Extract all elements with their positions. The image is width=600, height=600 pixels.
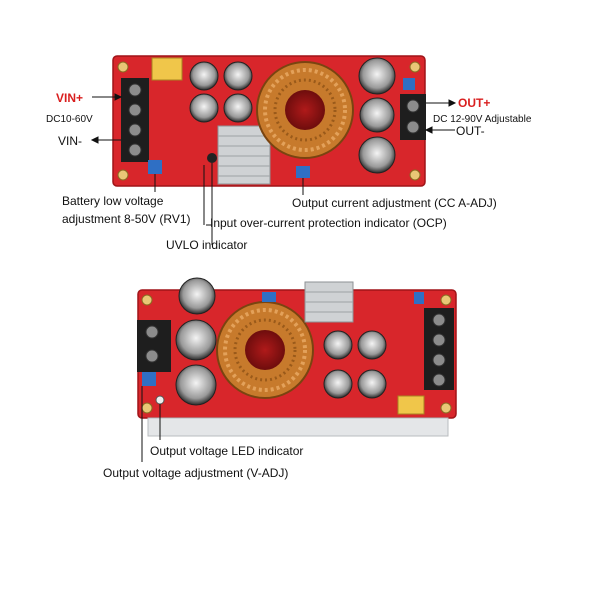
- output-led-label: Output voltage LED indicator: [150, 444, 304, 458]
- top-toroid-inductor: [256, 61, 354, 159]
- uvlo-led: [207, 153, 217, 163]
- output-terminal-block: [400, 94, 426, 140]
- output-voltage-led: [155, 395, 165, 405]
- v-adj-trimmer: [142, 372, 156, 386]
- cc-adj-trimmer: [296, 166, 310, 178]
- rv1-trimmer: [148, 160, 162, 174]
- top-leader-lines: [154, 163, 304, 245]
- uvlo-indicator-label: UVLO indicator: [166, 238, 248, 252]
- v-adj-label: Output voltage adjustment (V-ADJ): [103, 466, 289, 480]
- bottom-pcb: [137, 277, 457, 437]
- out-range-label: DC 12-90V Adjustable: [433, 114, 532, 125]
- vin-minus-label: VIN-: [58, 134, 82, 148]
- vin-range-label: DC10-60V: [46, 114, 93, 125]
- bottom-leader-lines: [141, 386, 161, 462]
- battery-low-voltage-label: Battery low voltage adjustment 8-50V (RV…: [62, 194, 191, 226]
- out-minus-label: OUT-: [456, 124, 485, 138]
- top-pcb: [112, 55, 426, 187]
- ocp-indicator-label: Input over-current protection indicator …: [210, 216, 447, 230]
- out-plus-label: OUT+: [458, 96, 491, 110]
- top-io-arrows: [90, 93, 457, 144]
- vin-plus-label: VIN+: [56, 91, 84, 105]
- top-heatsink: [217, 125, 271, 185]
- input-terminal-block: [121, 78, 149, 162]
- cc-adj-label: Output current adjustment (CC A-ADJ): [292, 196, 497, 210]
